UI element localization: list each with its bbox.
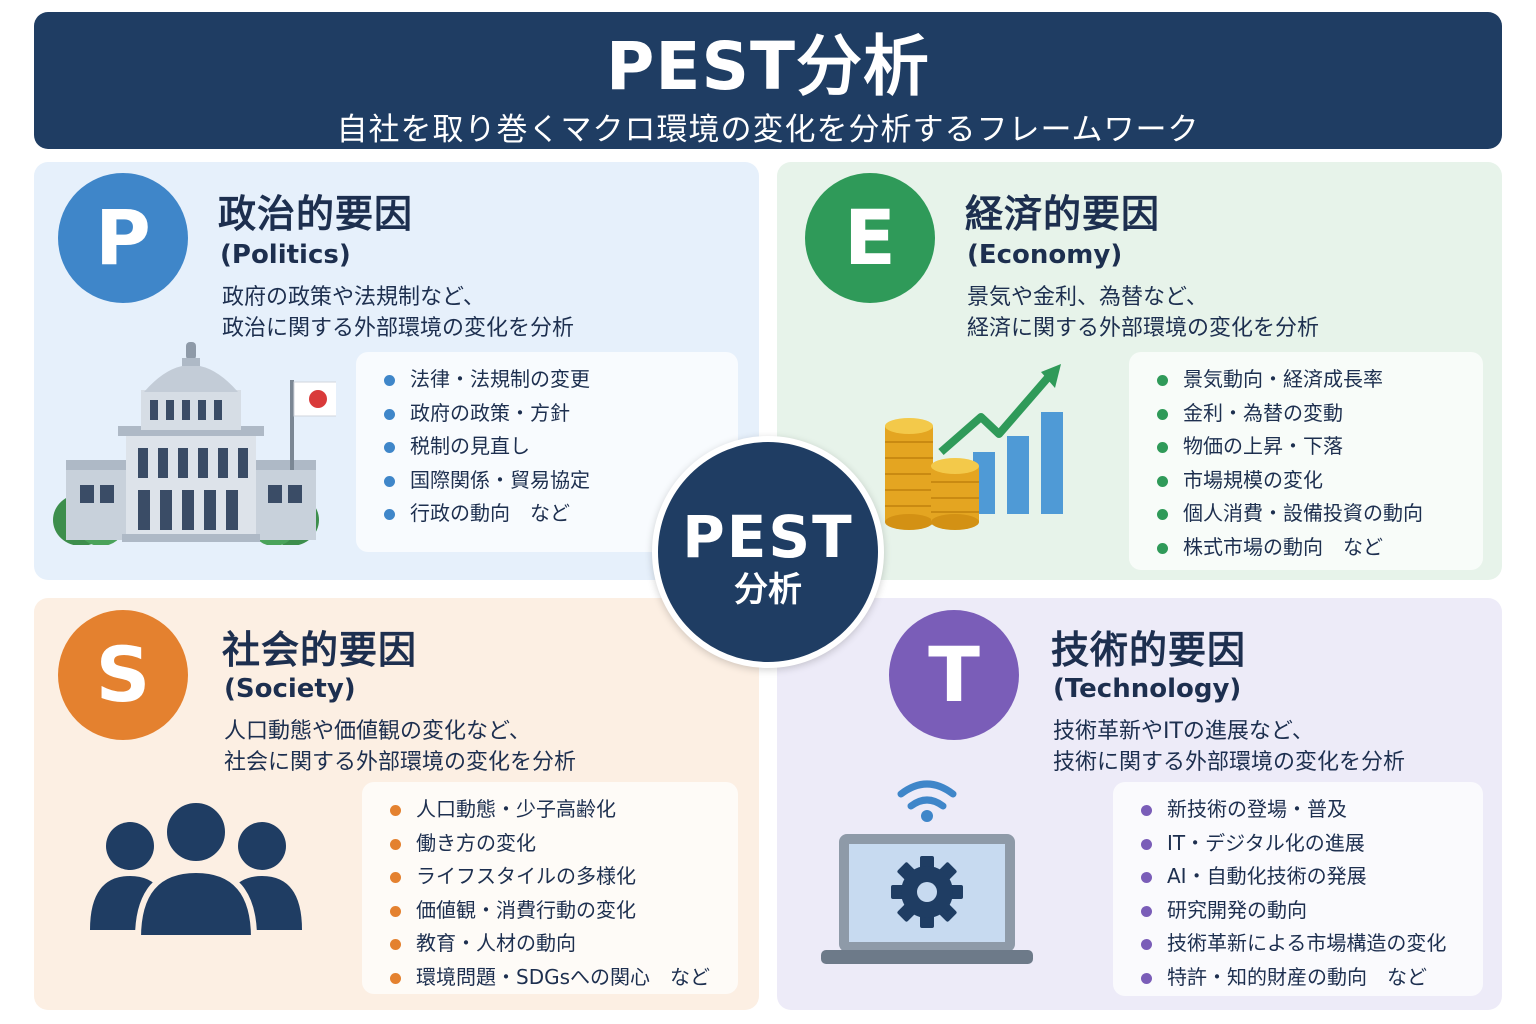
list-item: 金利・為替の変動 — [1157, 397, 1467, 431]
center-label-pest: PEST — [682, 503, 854, 571]
list-item: ライフスタイルの多様化 — [390, 860, 722, 894]
desc-economy: 景気や金利、為替など、 経済に関する外部環境の変化を分析 — [967, 285, 1320, 341]
coins-growth-chart-icon — [885, 364, 1063, 530]
list-item: 特許・知的財産の動向 など — [1141, 961, 1467, 995]
list-economy: 景気動向・経済成長率 金利・為替の変動 物価の上昇・下落 市場規模の変化 個人消… — [1129, 352, 1483, 570]
list-item: 市場規模の変化 — [1157, 464, 1467, 498]
list-item: 政府の政策・方針 — [384, 397, 722, 431]
desc-technology: 技術革新やITの進展など、 技術に関する外部環境の変化を分析 — [1053, 719, 1406, 775]
list-item: 税制の見直し — [384, 430, 722, 464]
badge-e: E — [805, 173, 935, 303]
list-item: 法律・法規制の変更 — [384, 363, 722, 397]
center-pest-circle: PEST 分析 — [652, 436, 884, 668]
list-item: 働き方の変化 — [390, 827, 722, 861]
list-item: 個人消費・設備投資の動向 — [1157, 497, 1467, 531]
list-item: 景気動向・経済成長率 — [1157, 363, 1467, 397]
page-title: PEST分析 — [605, 28, 930, 105]
quadrant-technology: T 技術的要因 (Technology) 技術革新やITの進展など、 技術に関す… — [777, 598, 1502, 1010]
badge-p: P — [58, 173, 188, 303]
quadrant-economy: E 経済的要因 (Economy) 景気や金利、為替など、 経済に関する外部環境… — [777, 162, 1502, 580]
list-item: IT・デジタル化の進展 — [1141, 827, 1467, 861]
badge-s: S — [58, 610, 188, 740]
list-item: 物価の上昇・下落 — [1157, 430, 1467, 464]
badge-t: T — [889, 610, 1019, 740]
desc-politics: 政府の政策や法規制など、 政治に関する外部環境の変化を分析 — [222, 285, 575, 341]
heading-economy: 経済的要因 — [965, 192, 1161, 236]
english-politics: (Politics) — [220, 240, 351, 270]
english-economy: (Economy) — [967, 240, 1123, 270]
english-society: (Society) — [224, 674, 356, 704]
list-item: 技術革新による市場構造の変化 — [1141, 927, 1467, 961]
list-item: 研究開発の動向 — [1141, 894, 1467, 928]
people-group-icon — [90, 798, 302, 941]
list-item: AI・自動化技術の発展 — [1141, 860, 1467, 894]
list-item: 国際関係・貿易協定 — [384, 464, 722, 498]
quadrant-politics: P 政治的要因 (Politics) 政府の政策や法規制など、 政治に関する外部… — [34, 162, 759, 580]
list-item: 環境問題・SDGsへの関心 など — [390, 961, 722, 995]
list-item: 行政の動向 など — [384, 497, 722, 531]
header-banner: PEST分析 自社を取り巻くマクロ環境の変化を分析するフレームワーク — [34, 12, 1502, 149]
heading-technology: 技術的要因 — [1051, 628, 1247, 672]
list-item: 人口動態・少子高齢化 — [390, 793, 722, 827]
list-item: 教育・人材の動向 — [390, 927, 722, 961]
list-item: 新技術の登場・普及 — [1141, 793, 1467, 827]
laptop-gear-wifi-icon — [821, 780, 1033, 964]
heading-politics: 政治的要因 — [218, 192, 414, 236]
page-subtitle: 自社を取り巻くマクロ環境の変化を分析するフレームワーク — [336, 112, 1200, 148]
english-technology: (Technology) — [1053, 674, 1242, 704]
quadrant-society: S 社会的要因 (Society) 人口動態や価値観の変化など、 社会に関する外… — [34, 598, 759, 1010]
list-item: 価値観・消費行動の変化 — [390, 894, 722, 928]
list-society: 人口動態・少子高齢化 働き方の変化 ライフスタイルの多様化 価値観・消費行動の変… — [362, 782, 738, 994]
list-item: 株式市場の動向 など — [1157, 531, 1467, 565]
desc-society: 人口動態や価値観の変化など、 社会に関する外部環境の変化を分析 — [224, 719, 577, 775]
capitol-building-icon — [53, 342, 336, 545]
list-technology: 新技術の登場・普及 IT・デジタル化の進展 AI・自動化技術の発展 研究開発の動… — [1113, 782, 1483, 996]
heading-society: 社会的要因 — [222, 628, 418, 672]
center-label-analysis: 分析 — [734, 570, 802, 610]
